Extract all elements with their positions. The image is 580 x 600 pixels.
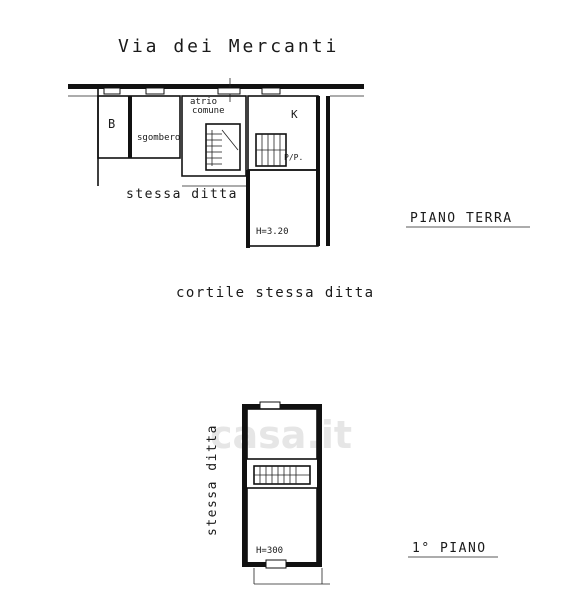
street-label: Via dei Mercanti [118,36,339,57]
k-staircase [255,133,287,167]
first-floor-label: 1° PIANO [412,541,487,556]
facade-wall [68,84,364,89]
room-sgombero-label: sgombero [137,133,180,143]
first-floor-staircase [253,465,311,485]
atrio-label-2: comune [192,106,225,116]
storage-room-outline [97,95,181,159]
atrio-staircase [205,123,241,171]
room-b-label: B [108,117,115,131]
watermark-text: casa.it [210,413,352,457]
kitchen-outline [247,95,319,171]
first-side-label: stessa ditta [205,424,220,536]
courtyard-label: cortile stessa ditta [176,285,375,301]
ground-floor-label: PIANO TERRA [410,211,513,226]
ground-height-label: H=3.20 [256,227,289,237]
first-height-label: H=300 [256,546,283,556]
ground-side-label: stessa ditta [126,187,238,202]
room-k-label: K [291,108,298,121]
first-floor-plan: H=300 [242,401,330,585]
ground-floor-plan: B sgombero atrio comune K [68,78,364,248]
pip-label: P/P. [284,153,303,162]
atrio-label-1: atrio [190,97,217,107]
